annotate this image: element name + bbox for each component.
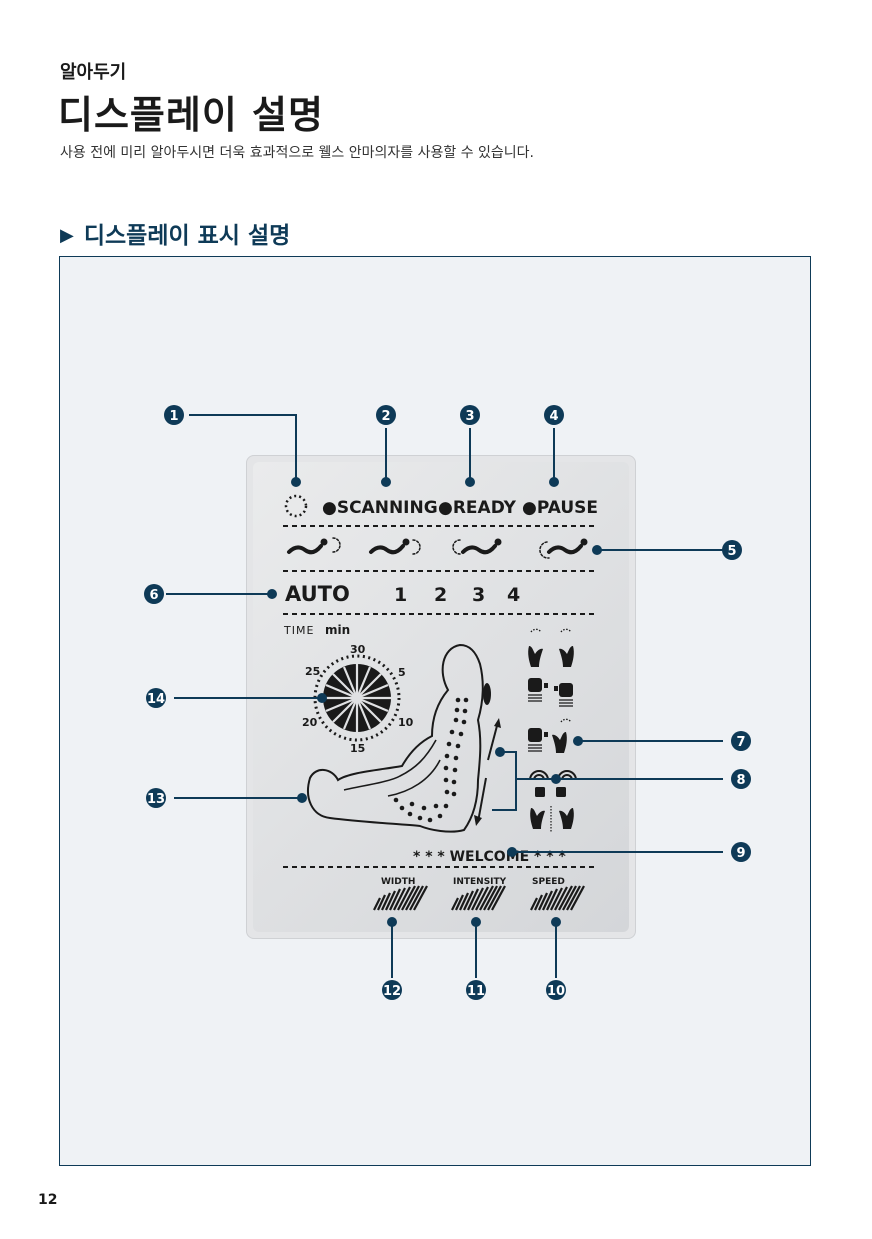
status-scanning: ●SCANNING xyxy=(322,498,438,518)
bar-label-speed: SPEED xyxy=(532,877,565,887)
callout-13: 13 xyxy=(146,788,166,808)
callout-10: 10 xyxy=(546,980,566,1000)
callout-3: 3 xyxy=(460,405,480,425)
callout-2: 2 xyxy=(376,405,396,425)
callout-9: 9 xyxy=(731,842,751,862)
svg-text:7: 7 xyxy=(736,735,745,750)
timer-dial: 30 5 10 15 20 25 xyxy=(302,643,414,755)
dial-tick: 25 xyxy=(305,665,320,678)
dial-tick: 20 xyxy=(302,716,318,729)
section-title: 디스플레이 표시 설명 xyxy=(83,223,291,249)
page-number: 12 xyxy=(38,1192,58,1208)
svg-text:10: 10 xyxy=(547,984,565,999)
page-title: 디스플레이 설명 xyxy=(58,93,324,137)
callout-5: 5 xyxy=(722,540,742,560)
program-number: 3 xyxy=(472,584,485,606)
tapping-fist-icon xyxy=(528,678,548,702)
callout-8: 8 xyxy=(731,769,751,789)
svg-text:8: 8 xyxy=(736,773,745,788)
tapping-fist-icon xyxy=(554,683,573,707)
recline-icon xyxy=(369,538,421,555)
dial-tick: 5 xyxy=(398,666,406,679)
auto-label: AUTO xyxy=(285,582,350,606)
kneading-hand-icon xyxy=(528,628,543,667)
kneading-hand-icon xyxy=(559,628,574,667)
bar-label-intensity: INTENSITY xyxy=(453,877,507,887)
section-heading: ▶ 디스플레이 표시 설명 xyxy=(60,216,290,250)
svg-text:11: 11 xyxy=(467,984,485,999)
shiatsu-block-icon xyxy=(556,787,566,797)
width-level-bar xyxy=(373,885,428,911)
shiatsu-block-icon xyxy=(535,787,545,797)
body-outline-icon xyxy=(307,643,501,833)
level-bars xyxy=(373,885,585,911)
tapping-fist-icon xyxy=(528,728,548,752)
svg-text:4: 4 xyxy=(549,409,558,424)
lcd-separators xyxy=(283,525,595,868)
callout-14: 14 xyxy=(146,688,166,708)
recline-icon xyxy=(539,538,588,559)
svg-text:6: 6 xyxy=(149,588,158,603)
svg-text:3: 3 xyxy=(465,409,474,424)
intensity-level-bar xyxy=(451,885,506,911)
svg-text:13: 13 xyxy=(147,792,165,807)
status-pause: ●PAUSE xyxy=(522,498,598,518)
svg-text:12: 12 xyxy=(383,984,401,999)
callout-11: 11 xyxy=(466,980,486,1000)
program-number: 4 xyxy=(507,584,520,606)
status-ready: ●READY xyxy=(438,498,517,518)
power-indicator-icon xyxy=(284,494,308,518)
recline-icon xyxy=(287,537,341,555)
bar-label-width: WIDTH xyxy=(381,877,415,887)
program-number: 1 xyxy=(394,584,407,606)
rubbing-hands-icon xyxy=(530,806,574,832)
kneading-hand-icon xyxy=(552,718,572,753)
triangle-marker-icon: ▶ xyxy=(60,225,74,246)
massage-mode-icons xyxy=(528,628,577,832)
speed-level-bar xyxy=(530,885,585,911)
program-number: 2 xyxy=(434,584,447,606)
recline-icon xyxy=(452,538,502,555)
svg-text:5: 5 xyxy=(727,544,736,559)
svg-text:1: 1 xyxy=(169,409,178,424)
time-unit: min xyxy=(325,623,350,637)
time-label: TIME xyxy=(283,624,314,637)
callout-6: 6 xyxy=(144,584,164,604)
callout-12: 12 xyxy=(382,980,402,1000)
callout-7: 7 xyxy=(731,731,751,751)
dial-tick: 15 xyxy=(350,742,365,755)
svg-text:9: 9 xyxy=(736,846,745,861)
callout-1: 1 xyxy=(164,405,184,425)
dial-tick: 10 xyxy=(398,716,414,729)
leader-lines xyxy=(166,414,723,978)
svg-text:14: 14 xyxy=(147,692,165,707)
callout-badges: 1 2 3 4 5 6 7 8 9 10 11 12 13 14 xyxy=(144,405,751,1000)
svg-text:2: 2 xyxy=(381,409,390,424)
dial-tick: 30 xyxy=(350,643,366,656)
leader-dots xyxy=(267,477,602,927)
page-subtitle: 사용 전에 미리 알아두시면 더욱 효과적으로 웰스 안마의자를 사용할 수 있… xyxy=(60,145,534,161)
callout-4: 4 xyxy=(544,405,564,425)
kicker-label: 알아두기 xyxy=(60,62,127,83)
recline-icons xyxy=(287,537,588,559)
